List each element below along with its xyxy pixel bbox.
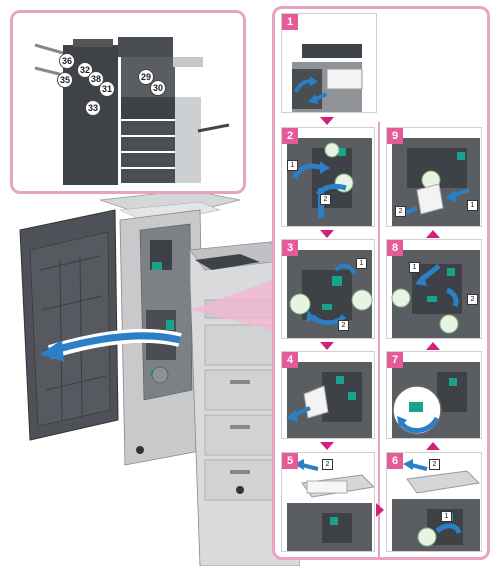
step-9-sub-1: 1 (467, 200, 478, 211)
callout-36: 36 (59, 53, 75, 69)
flow-arrow-2-3 (320, 230, 334, 238)
step-9-illustration (392, 138, 480, 226)
step-7-number: 7 (387, 352, 403, 368)
step-3-illustration (287, 250, 373, 338)
step-4-illustration (286, 362, 372, 438)
step-2-sub-2: 2 (320, 194, 331, 205)
step-5-panel: 5 2 (281, 452, 375, 552)
overview-panel: 36 32 35 38 31 33 29 30 (10, 10, 246, 194)
step-3-panel: 3 1 2 (281, 239, 375, 339)
step-9-panel: 9 1 2 (386, 127, 482, 227)
step-1-panel: 1 (281, 13, 377, 113)
step-1-number: 1 (282, 14, 298, 30)
step-8-number: 8 (387, 240, 403, 256)
flow-arrow-1-2 (320, 117, 334, 125)
step-2-panel: 2 1 2 (281, 127, 375, 227)
step-4-number: 4 (282, 352, 298, 368)
callout-29: 29 (138, 69, 154, 85)
step-3-number: 3 (282, 240, 298, 256)
step-7-illustration (392, 362, 480, 438)
step-2-number: 2 (282, 128, 298, 144)
callout-33: 33 (85, 100, 101, 116)
flow-arrow-3-4 (320, 342, 334, 350)
step-8-sub-2: 2 (467, 294, 478, 305)
step-3-sub-1: 1 (356, 258, 367, 269)
step-6-sub-1: 1 (441, 511, 452, 522)
flow-arrow-4-5 (320, 442, 334, 450)
step-8-sub-1: 1 (409, 262, 420, 273)
step-5-number: 5 (282, 453, 298, 469)
step-9-sub-2: 2 (395, 206, 406, 217)
flow-arrow-6-7 (426, 442, 440, 450)
step-5-sub-2: 2 (322, 459, 333, 470)
step-6-number: 6 (387, 453, 403, 469)
callout-31: 31 (99, 81, 115, 97)
callout-30: 30 (150, 80, 166, 96)
machine-illustration (19, 190, 300, 566)
step-5-illustration (287, 459, 374, 551)
flow-arrow-5-6 (376, 503, 384, 517)
step-6-panel: 6 2 1 (386, 452, 482, 552)
step-6-sub-2: 2 (429, 459, 440, 470)
flow-arrow-8-9 (426, 230, 440, 238)
step-2-sub-1: 1 (287, 160, 298, 171)
callout-35: 35 (57, 72, 73, 88)
step-3-sub-2: 2 (338, 320, 349, 331)
step-1-illustration (292, 44, 363, 112)
flow-arrow-7-8 (426, 342, 440, 350)
step-4-panel: 4 (281, 351, 375, 439)
step-8-illustration (391, 250, 480, 338)
column-divider (378, 122, 380, 558)
step-7-panel: 7 (386, 351, 482, 439)
overview-machine (34, 37, 230, 185)
step-9-number: 9 (387, 128, 403, 144)
step-8-panel: 8 1 2 (386, 239, 482, 339)
